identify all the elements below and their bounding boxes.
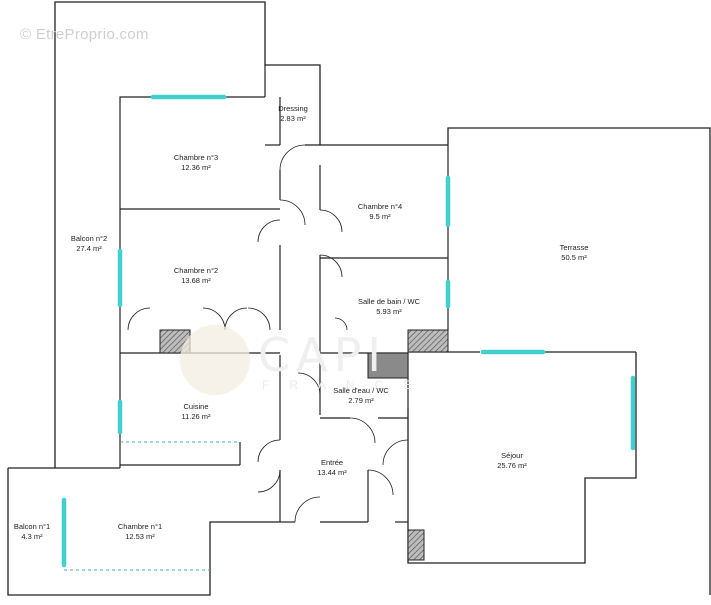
room-area: 25.76 m² [497, 461, 527, 470]
room-area: 11.26 m² [181, 412, 211, 421]
room-name: Séjour [501, 451, 523, 460]
room-name: Chambre n°2 [173, 266, 219, 275]
room-label-balcon2: Balcon n°2 27.4 m² [71, 234, 107, 254]
room-label-cuisine: Cuisine 11.26 m² [181, 402, 210, 422]
site-watermark: © EtreProprio.com [20, 26, 149, 43]
room-name: Salle d'eau / WC [333, 386, 389, 395]
room-name: Dressing [278, 104, 308, 113]
room-name: Chambre n°3 [173, 153, 219, 162]
room-name: Chambre n°4 [357, 202, 403, 211]
room-label-dressing: Dressing 2.83 m² [278, 104, 308, 124]
brand-watermark: CAPI [258, 328, 387, 382]
room-name: Terrasse [559, 243, 589, 252]
room-area: 9.5 m² [369, 212, 391, 221]
door-swings [127, 144, 409, 523]
room-label-chambre1: Chambre n°1 12.53 m² [118, 522, 162, 542]
room-label-salle-de-bain: Salle de bain / WC 5.93 m² [358, 297, 420, 317]
room-label-entree: Entrée 13.44 m² [317, 458, 347, 478]
room-area: 13.68 m² [181, 276, 211, 285]
room-label-salle-d-eau: Salle d'eau / WC 2.79 m² [333, 386, 389, 406]
room-area: 5.93 m² [376, 307, 402, 316]
room-area: 2.79 m² [348, 396, 374, 405]
room-area: 2.83 m² [280, 114, 306, 123]
room-label-terrasse: Terrasse 50.5 m² [560, 243, 589, 263]
room-area: 50.5 m² [561, 253, 587, 262]
room-label-chambre4: Chambre n°4 9.5 m² [358, 202, 402, 222]
railings [64, 441, 240, 571]
room-name: Entrée [320, 458, 344, 467]
room-label-sejour: Séjour 25.76 m² [497, 451, 527, 471]
room-area: 4.3 m² [21, 532, 43, 541]
windows [61, 94, 636, 568]
room-name: Chambre n°1 [117, 522, 163, 531]
room-label-chambre3: Chambre n°3 12.36 m² [174, 153, 218, 173]
brand-sub-watermark: FRANCE [262, 378, 432, 392]
room-area: 12.36 m² [181, 163, 211, 172]
room-name: Cuisine [183, 402, 209, 411]
interior-walls [119, 65, 480, 523]
room-name: Salle de bain / WC [357, 297, 421, 306]
room-area: 13.44 m² [317, 468, 347, 477]
room-name: Balcon n°1 [13, 522, 51, 531]
room-label-chambre2: Chambre n°2 13.68 m² [174, 266, 218, 286]
room-label-balcon1: Balcon n°1 4.3 m² [14, 522, 50, 542]
brand-logo [180, 325, 250, 395]
room-area: 27.4 m² [76, 244, 102, 253]
room-area: 12.53 m² [125, 532, 155, 541]
room-name: Balcon n°2 [70, 234, 108, 243]
